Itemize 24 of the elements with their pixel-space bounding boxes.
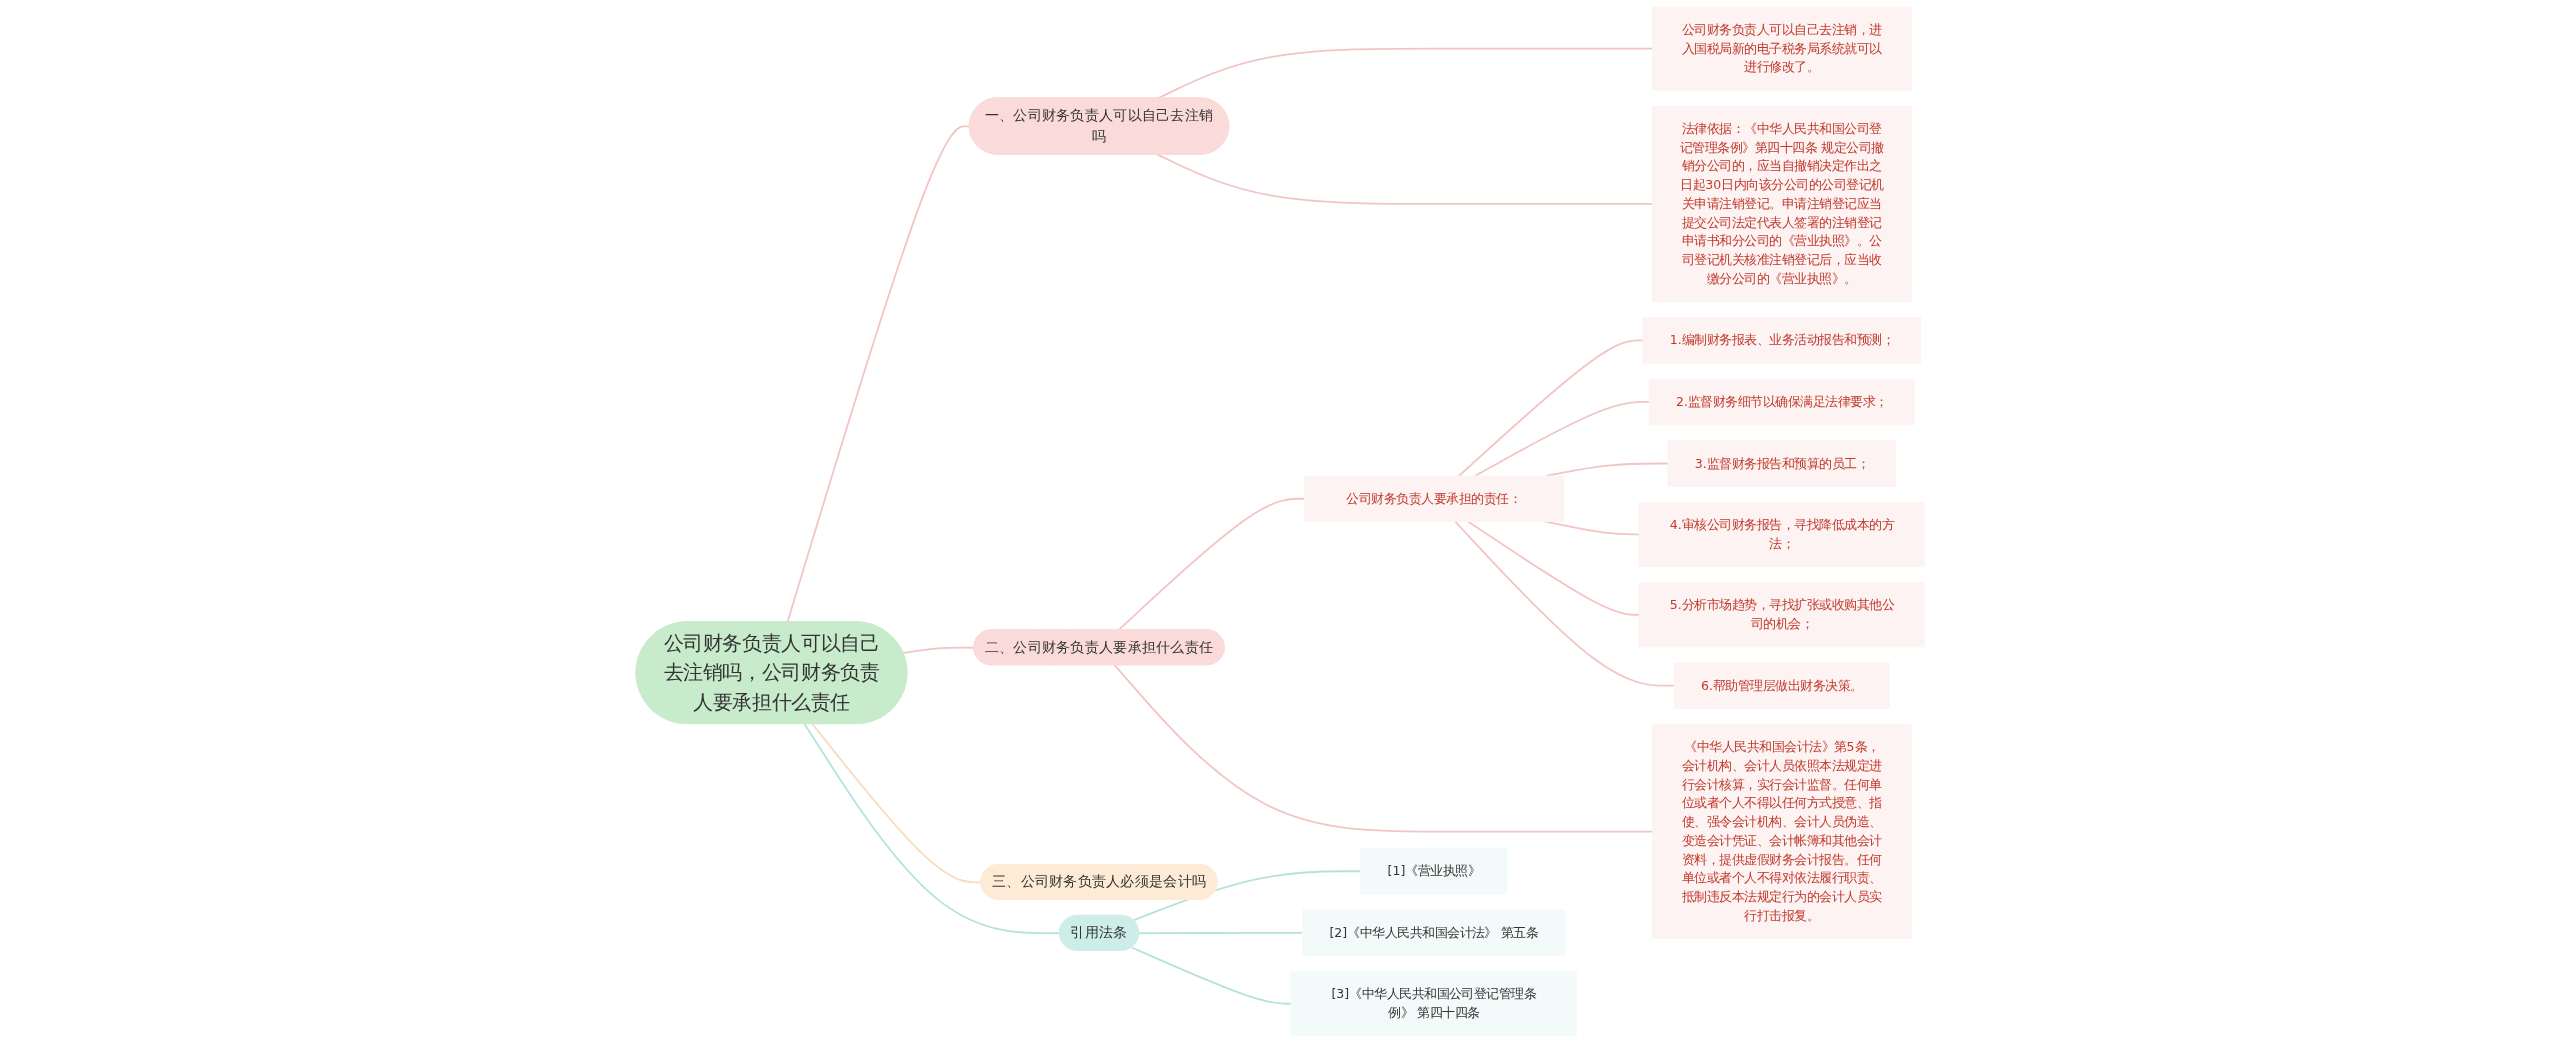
- connector: [1457, 339, 1644, 477]
- node-box: 公司财务负责人要承担的责任：: [1303, 475, 1564, 522]
- node-box: 1.编制财务报表、业务活动报告和预测；: [1642, 317, 1921, 364]
- connector: [1466, 520, 1640, 616]
- connector: [1156, 153, 1653, 205]
- node-box: 公司财务负责人可以自己去注销，进入国税局新的电子税务局系统就可以进行修改了。: [1651, 6, 1912, 91]
- connector: [811, 723, 982, 884]
- connector: [1130, 946, 1292, 1005]
- node-box: 法律依据：《中华人民共和国公司登记管理条例》第四十四条 规定公司撤销分公司的，应当自撤销决定作出之日起30日内向该分公司的公司登记机关申请注销登记。申请注销登记应当提交公司法定代表人签署的注销登记申请书和分公司的《营业执照》。公司登记机关核准注销登记后，应当收缴分公司的《营业执照》。: [1651, 105, 1912, 302]
- node-box: 3.监督财务报告和预算的员工；: [1667, 440, 1896, 487]
- node-box: [3]《中华人民共和国公司登记管理条例》 第四十四条: [1290, 971, 1577, 1037]
- node-box: 5.分析市场趋势，寻找扩张或收购其他公司的机会；: [1638, 582, 1925, 648]
- connector: [1137, 931, 1304, 935]
- node-box: [1]《营业执照》: [1360, 848, 1508, 895]
- connector: [901, 646, 975, 655]
- connector: [1453, 520, 1675, 687]
- node-box: 6.帮助管理层做出财务决策。: [1673, 662, 1890, 709]
- connector: [1473, 401, 1650, 477]
- connector: [1113, 664, 1653, 833]
- node-box: 《中华人民共和国会计法》第5条，会计机构、会计人员依照本法规定进行会计核算，实行会计监督。任何单位或者个人不得以任何方式授意、指使、强令会计机构、会计人员伪造、变造会计凭证、会计帐簿和其他会计资料，提供虚假财务会计报告。任何单位或者个人不得对依法履行职责、抵制违反本法规定行为的会计人员实行打击报复。: [1651, 724, 1912, 940]
- connector: [803, 723, 1061, 935]
- node-box: 2.监督财务细节以确保满足法律要求；: [1648, 378, 1915, 426]
- node-box: [2]《中华人民共和国会计法》 第五条: [1301, 909, 1566, 956]
- node-box: 4.审核公司财务报告，寻找降低成本的方法；: [1638, 501, 1925, 567]
